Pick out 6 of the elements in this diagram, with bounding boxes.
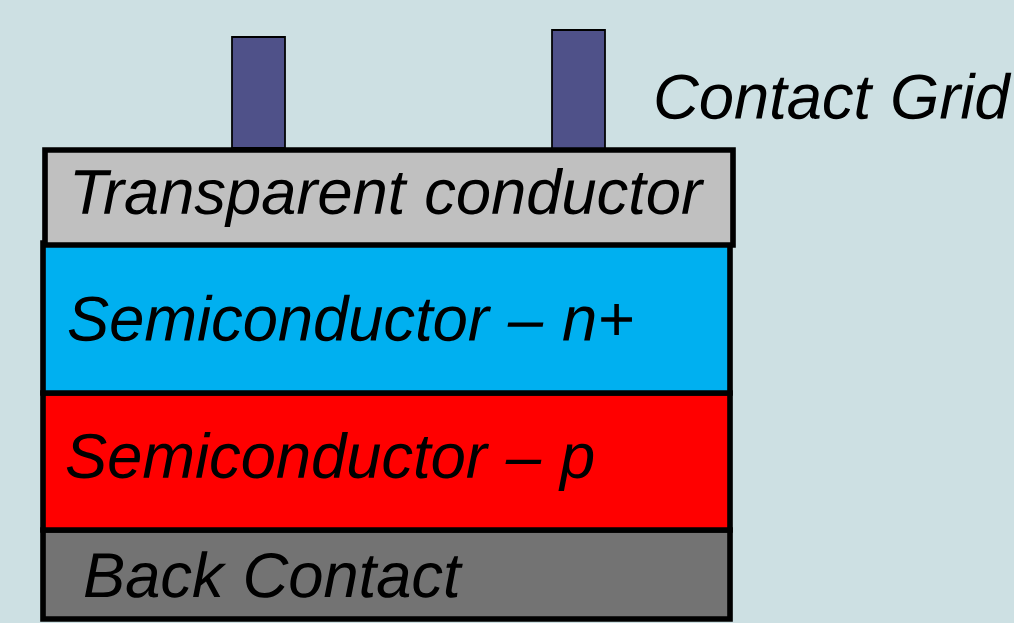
layer-box: Semiconductor – p	[40, 390, 733, 533]
layer-box: Semiconductor – n+	[40, 240, 733, 396]
layer-box: Back Contact	[40, 527, 733, 622]
label: Contact Grid	[656, 72, 1012, 120]
layer-box: Transparent conductor	[42, 147, 736, 248]
contact-bar	[231, 36, 286, 149]
